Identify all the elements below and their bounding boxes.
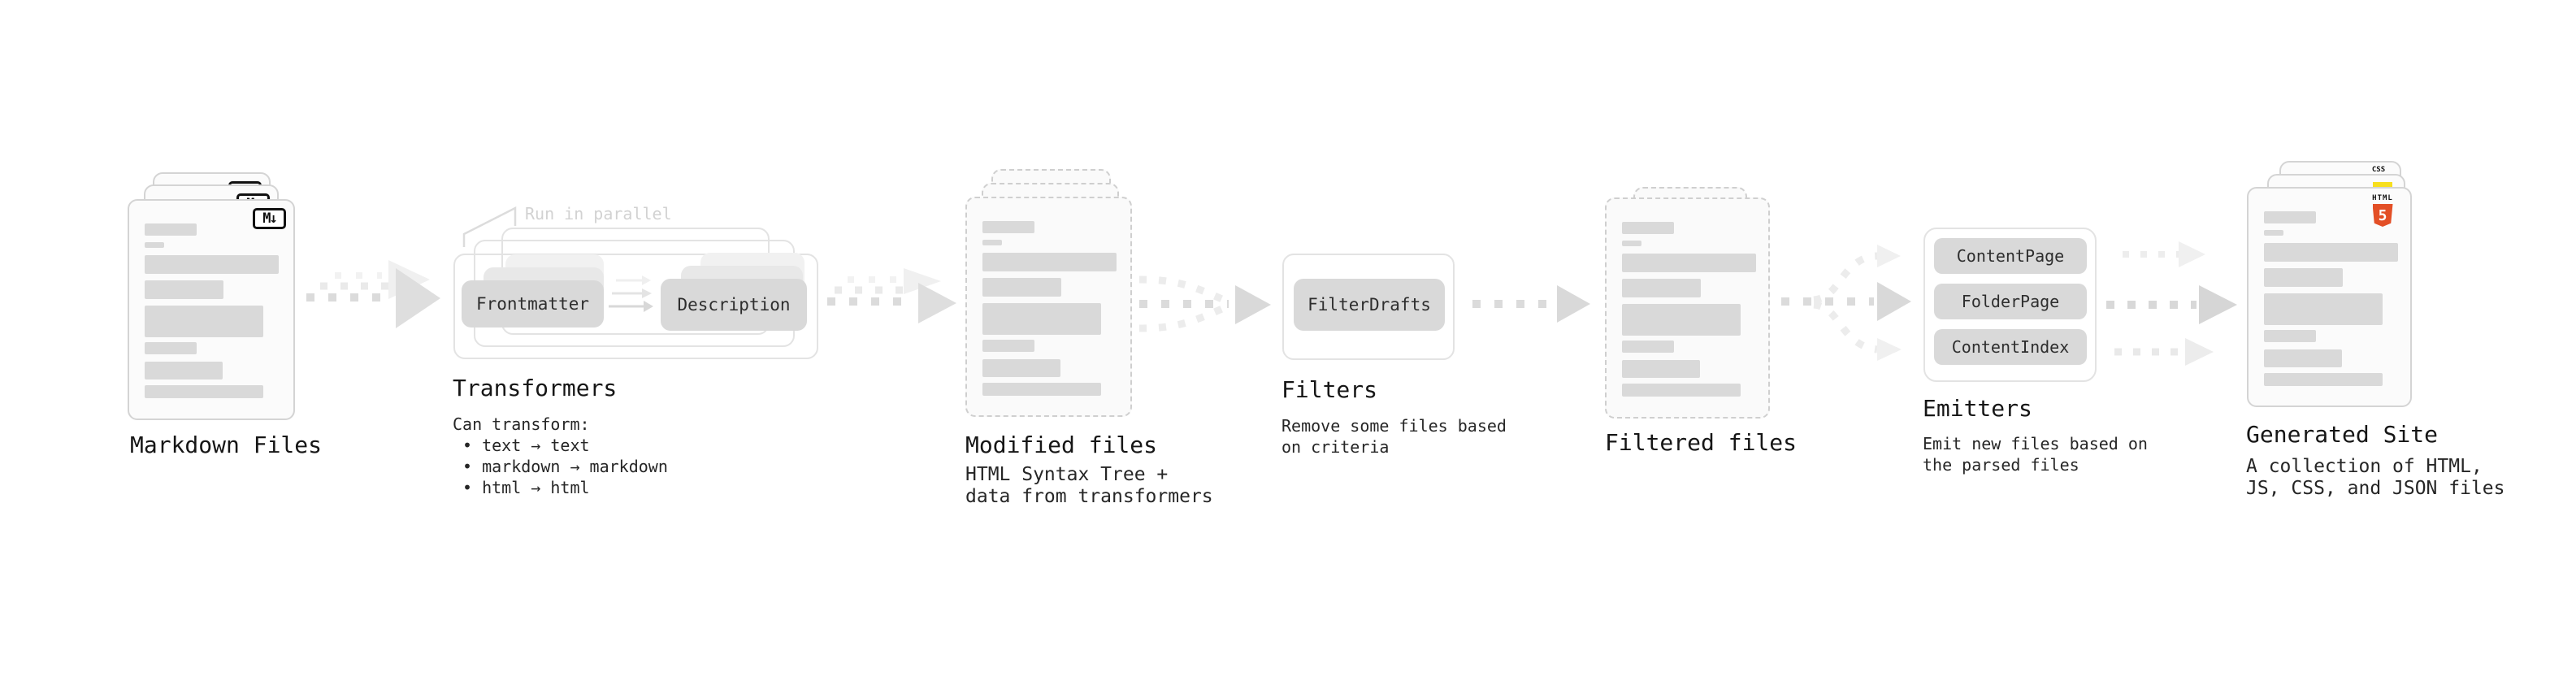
emitters-note: Emit new files based on <box>1923 434 2148 453</box>
markdown-files-stack: M↓ M↓ M↓ <box>128 172 298 424</box>
emitters-note: the parsed files <box>1923 455 2079 475</box>
modified-files-label: Modified files <box>965 432 1158 458</box>
html5-logo-icon: HTML 5 <box>2365 194 2400 227</box>
markdown-file-card-front: M↓ <box>128 199 295 420</box>
folder-page-emitter-chip: FolderPage <box>1934 284 2087 319</box>
transformers-note-line: Can transform: <box>453 414 590 434</box>
markdown-logo-icon: M↓ <box>253 208 286 229</box>
generated-site-note: A collection of HTML, <box>2246 456 2483 477</box>
text-line-placeholders <box>2264 211 2398 387</box>
modified-files-note: HTML Syntax Tree + <box>965 464 1169 485</box>
arrow-emitters-to-generated-icon <box>2106 241 2237 366</box>
transformers-heading: Transformers <box>453 375 618 401</box>
filtered-files-stack <box>1605 187 1776 423</box>
content-page-emitter-chip: ContentPage <box>1934 238 2087 274</box>
filters-note: on criteria <box>1281 437 1390 457</box>
html-file-card-front: HTML 5 <box>2247 187 2412 407</box>
description-transformer-chip: Description <box>661 279 807 331</box>
arrow-filters-to-filtered-icon <box>1472 285 1590 323</box>
generated-site-note: JS, CSS, and JSON files <box>2246 478 2505 499</box>
modified-files-note: data from transformers <box>965 486 1213 507</box>
modified-files-stack <box>965 169 1136 421</box>
content-index-emitter-chip: ContentIndex <box>1934 329 2087 365</box>
text-line-placeholders <box>145 223 279 399</box>
transformers-bullet: • text → text <box>462 436 590 455</box>
generated-site-label: Generated Site <box>2246 421 2439 448</box>
modified-file-card-front <box>965 197 1132 417</box>
emitters-heading: Emitters <box>1923 395 2032 422</box>
generated-site-stack: CSS HTML 5 <box>2247 161 2418 413</box>
filter-drafts-chip: FilterDrafts <box>1294 279 1445 331</box>
transformer-box-front <box>453 254 818 359</box>
markdown-files-label: Markdown Files <box>130 432 323 458</box>
frontmatter-transformer-chip: Frontmatter <box>462 280 604 327</box>
transformers-bullet: • markdown → markdown <box>462 457 668 476</box>
transformers-bullet: • html → html <box>462 478 590 497</box>
run-in-parallel-callout: Run in parallel <box>525 204 672 223</box>
filtered-files-label: Filtered files <box>1605 429 1798 456</box>
text-line-placeholders <box>982 221 1117 397</box>
filters-heading: Filters <box>1281 376 1378 403</box>
arrow-filtered-to-emitters-icon <box>1781 245 1911 361</box>
text-line-placeholders <box>1622 222 1756 397</box>
arrow-markdown-to-transformers-icon <box>306 260 440 328</box>
filters-note: Remove some files based <box>1281 416 1507 436</box>
filtered-file-card-front <box>1605 197 1770 419</box>
arrow-modified-to-filters-icon <box>1138 275 1271 332</box>
arrow-transformers-to-modified-icon <box>827 268 956 323</box>
